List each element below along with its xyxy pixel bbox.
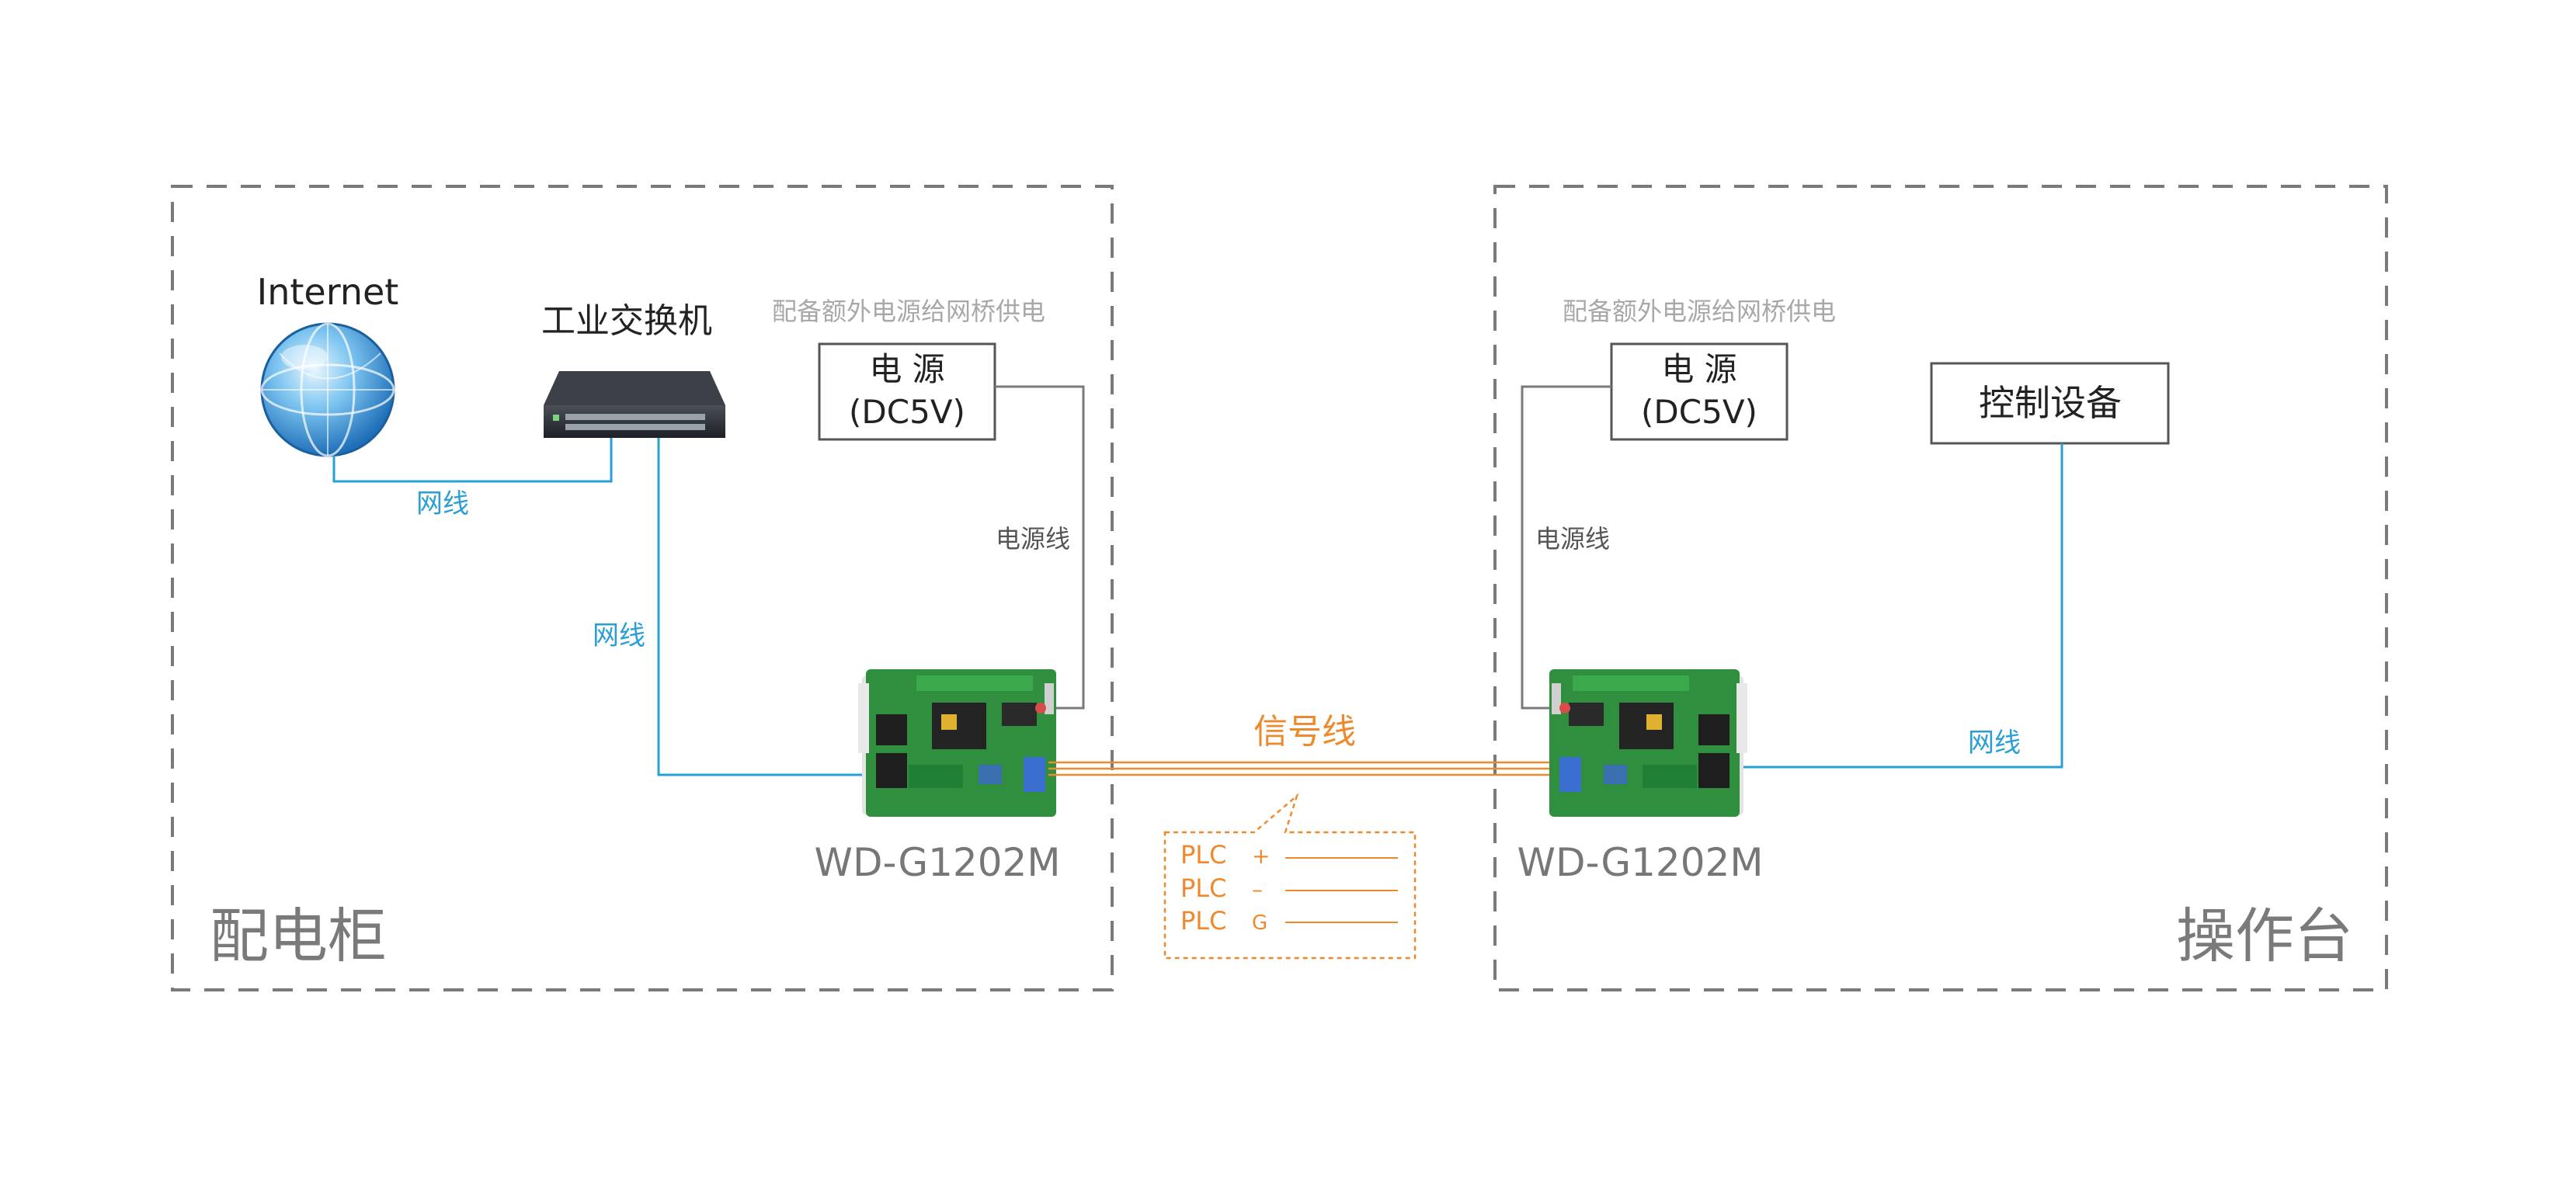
console-region: [1493, 185, 2388, 991]
plc-row-1: PLC +: [1180, 840, 1398, 870]
console-label: 操作台: [2176, 901, 2353, 970]
power-box-right-line1: 电 源: [1661, 350, 1736, 388]
pcb-board-icon: [858, 669, 1056, 817]
plc-row-2-name: PLC: [1180, 873, 1226, 903]
power-note-left: 配备额外电源给网桥供电: [772, 297, 1045, 326]
network-switch-icon: [544, 371, 725, 438]
power-cable-label-right: 电源线: [1535, 524, 1610, 554]
power-box-right: [1610, 342, 1789, 441]
device-label-left: WD-G1202M: [815, 840, 1061, 885]
cabinet-label: 配电柜: [210, 901, 387, 970]
plc-row-1-name: PLC: [1180, 840, 1226, 870]
internet-label: Internet: [257, 271, 399, 313]
control-device-box: [1930, 362, 2170, 445]
plc-row-3-symbol: G: [1252, 911, 1267, 935]
signal-cable-label: 信号线: [1253, 712, 1356, 752]
control-device-label: 控制设备: [1979, 382, 2122, 424]
globe-icon: [260, 322, 395, 457]
network-cable-label-1: 网线: [416, 488, 469, 519]
power-box-left-line2: (DC5V): [849, 393, 965, 431]
power-note-right: 配备额外电源给网桥供电: [1563, 297, 1836, 326]
network-cable-label-right: 网线: [1968, 727, 2021, 759]
power-cable-label-left: 电源线: [996, 524, 1070, 554]
pcb-board-icon: [1549, 669, 1747, 817]
power-cable-right: [1521, 385, 1611, 710]
network-cable-internet-switch: [332, 438, 613, 483]
plc-row-3-name: PLC: [1180, 906, 1226, 936]
power-box-left-line1: 电 源: [869, 350, 944, 388]
plc-row-2: PLC –: [1180, 873, 1398, 903]
plc-row-2-symbol: –: [1252, 877, 1263, 902]
signal-cable: [1048, 761, 1553, 776]
plc-row-3: PLC G: [1180, 906, 1398, 936]
power-box-right-line2: (DC5V): [1641, 393, 1757, 431]
network-cable-right: [1740, 443, 2063, 769]
power-cable-left: [995, 385, 1085, 710]
plc-row-1-symbol: +: [1252, 843, 1270, 869]
switch-label: 工业交换机: [541, 301, 712, 341]
distribution-cabinet-region: [171, 185, 1114, 991]
network-cable-label-2: 网线: [593, 620, 645, 651]
power-box-left: [818, 342, 996, 441]
device-label-right: WD-G1202M: [1517, 840, 1764, 885]
plc-callout: [1163, 793, 1417, 960]
network-cable-switch-bridge: [657, 438, 874, 776]
